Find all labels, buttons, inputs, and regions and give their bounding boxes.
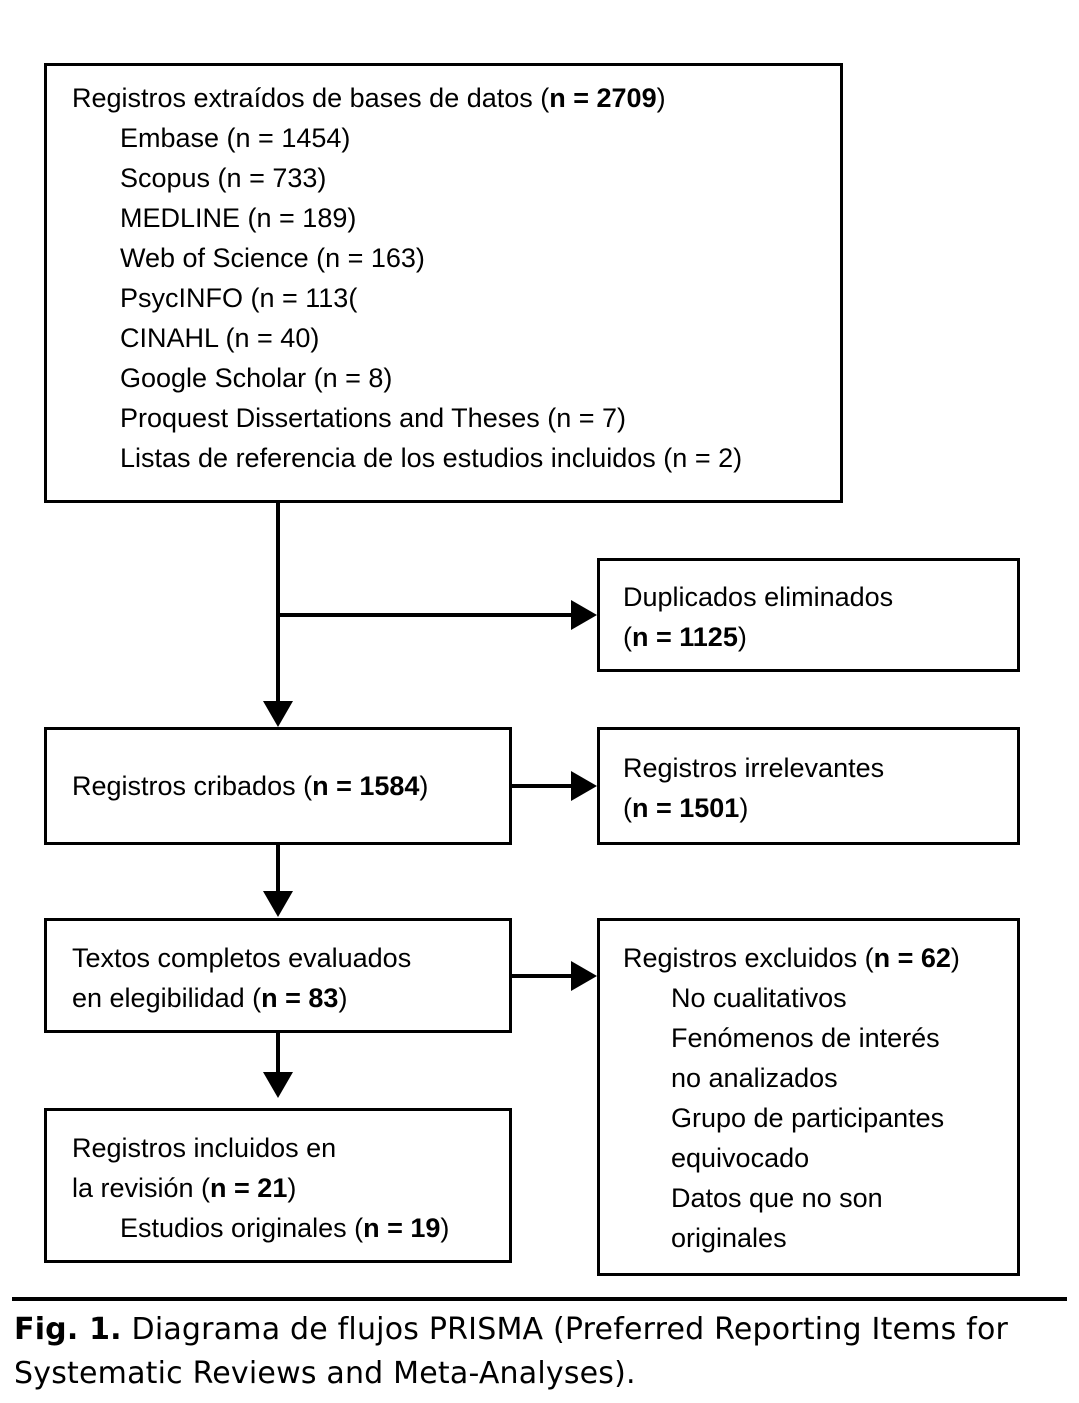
duplicates-count-prefix: ( [623,622,632,652]
source-item: Embase (n = 1454) [120,123,351,153]
identification-box [44,63,843,503]
excluded-heading: Registros excluidos (n = 62) [623,938,1013,978]
eligibility-label: Textos completos evaluados [72,943,412,973]
source-item: PsycINFO (n = 113( [120,283,358,313]
irrelevant-count-suffix: ) [739,793,749,823]
duplicates-box [597,558,1020,672]
excluded-heading-suffix: ) [950,943,960,973]
arrow-eligibility-to-included [263,1072,293,1098]
figure-caption: Fig. 1. Diagrama de flujos PRISMA (Prefe… [14,1308,1069,1396]
included-count-value: n = 21 [210,1173,288,1203]
exclusion-reason: Datos que no son [671,1183,883,1213]
excluded-heading-count: n = 62 [873,943,951,973]
included-count-prefix: la revisión ( [72,1173,211,1203]
eligibility-box [44,918,512,1033]
irrelevant-count-value: n = 1501 [632,793,740,823]
source-item: Proquest Dissertations and Theses (n = 7… [120,403,627,433]
arrow-identification-to-screening [263,701,293,727]
included-label: Registros incluidos en [72,1133,337,1163]
identification-heading: Registros extraídos de bases de datos (n… [72,78,832,118]
figure-caption-label: Fig. 1. [14,1312,122,1347]
eligibility-count-prefix: en elegibilidad ( [72,983,262,1013]
screening-box [44,727,512,845]
eligibility-box-text: Textos completos evaluados en elegibilid… [72,938,502,1018]
irrelevant-box [597,727,1020,845]
included-original-studies-suffix: ) [440,1213,450,1243]
included-box [44,1108,512,1263]
eligibility-count-value: n = 83 [261,983,339,1013]
source-item: Web of Science (n = 163) [120,243,425,273]
duplicates-count-suffix: ) [737,622,747,652]
irrelevant-box-text: Registros irrelevantes (n = 1501) [623,748,1013,828]
screening-label-suffix: ) [419,771,429,801]
included-count: la revisión (n = 21) [72,1168,502,1208]
screening-count-value: n = 1584 [312,771,420,801]
exclusion-reason: Grupo de participantes [671,1103,945,1133]
caption-divider [12,1297,1067,1301]
exclusion-reason: Fenómenos de interés [671,1023,940,1053]
identification-heading-count: n = 2709 [549,83,657,113]
irrelevant-count-prefix: ( [623,793,632,823]
identification-heading-suffix: ) [656,83,666,113]
source-item: Listas de referencia de los estudios inc… [120,443,743,473]
identification-box-text: Registros extraídos de bases de datos (n… [72,78,832,478]
excluded-box [597,918,1020,1276]
source-item: MEDLINE (n = 189) [120,203,357,233]
included-original-studies: Estudios originales (n = 19) [72,1208,502,1248]
duplicates-count-value: n = 1125 [632,622,738,652]
screening-label-prefix: Registros cribados ( [72,771,313,801]
included-box-text: Registros incluidos en la revisión (n = … [72,1128,502,1248]
arrow-to-duplicates [571,600,597,630]
duplicates-box-text: Duplicados eliminados (n = 1125) [623,577,1013,657]
exclusion-reason: originales [671,1223,787,1253]
identification-heading-prefix: Registros extraídos de bases de datos ( [72,83,550,113]
included-original-studies-prefix: Estudios originales ( [120,1213,364,1243]
eligibility-count: en elegibilidad (n = 83) [72,978,502,1018]
connector-eligibility-to-excluded [512,974,572,978]
exclusion-reason: no analizados [671,1063,838,1093]
source-item: Scopus (n = 733) [120,163,327,193]
exclusion-reason: equivocado [671,1143,810,1173]
screening-label: Registros cribados (n = 1584) [72,766,502,806]
included-count-suffix: ) [287,1173,297,1203]
excluded-box-text: Registros excluidos (n = 62) No cualitat… [623,938,1013,1258]
exclusion-reason: No cualitativos [671,983,847,1013]
arrow-screening-to-eligibility [263,891,293,917]
source-item: CINAHL (n = 40) [120,323,320,353]
duplicates-label: Duplicados eliminados [623,582,894,612]
irrelevant-label: Registros irrelevantes [623,753,885,783]
connector-screening-to-irrelevant [512,784,572,788]
duplicates-count: (n = 1125) [623,617,1013,657]
excluded-heading-prefix: Registros excluidos ( [623,943,874,973]
screening-box-text: Registros cribados (n = 1584) [72,766,502,806]
connector-identification-trunk [276,503,280,705]
included-original-studies-value: n = 19 [363,1213,441,1243]
connector-identification-to-duplicates [276,613,571,617]
eligibility-count-suffix: ) [338,983,348,1013]
source-item: Google Scholar (n = 8) [120,363,393,393]
arrow-to-irrelevant [571,771,597,801]
irrelevant-count: (n = 1501) [623,788,1013,828]
connector-eligibility-to-included [276,1033,280,1075]
figure-caption-text: Diagrama de flujos PRISMA (Preferred Rep… [14,1312,1009,1391]
connector-screening-to-eligibility [276,845,280,893]
arrow-to-excluded [571,961,597,991]
